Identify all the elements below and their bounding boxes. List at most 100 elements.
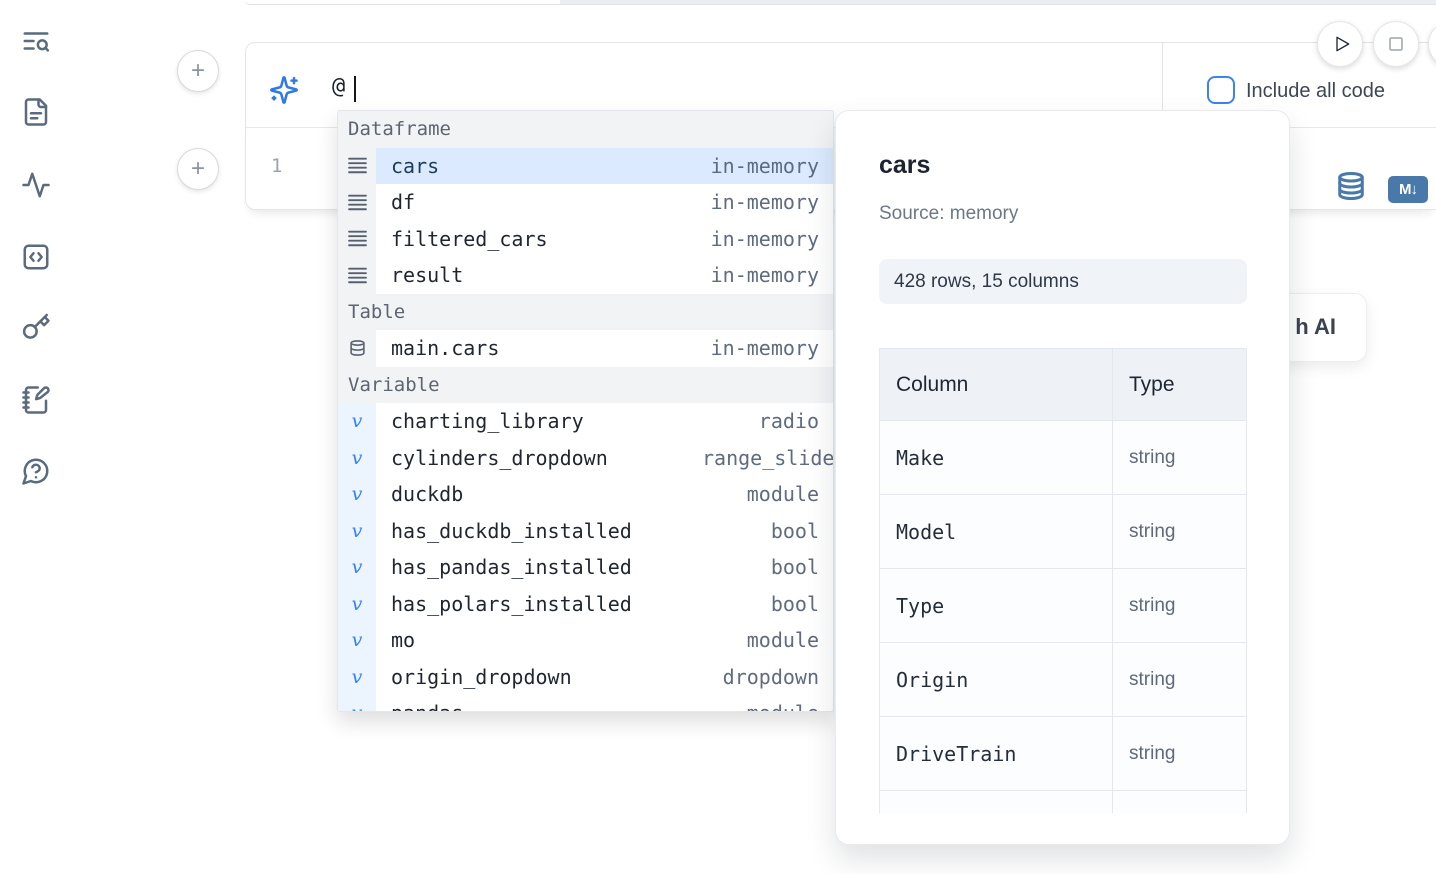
- item-type: in-memory: [710, 263, 819, 288]
- dataframe-icon: [347, 194, 367, 210]
- item-gutter: [338, 184, 376, 221]
- previous-cell-output-strip: [560, 0, 1436, 4]
- text-caret: [354, 76, 356, 102]
- sidebar-search-button[interactable]: [17, 22, 55, 60]
- autocomplete-section-header: Table: [338, 293, 833, 330]
- dataframe-icon: [347, 230, 367, 247]
- item-name: pandas: [391, 701, 463, 711]
- add-cell-button-top[interactable]: +: [177, 50, 219, 92]
- sidebar-dependencies-button[interactable]: [17, 166, 55, 204]
- autocomplete-item-origin_dropdown[interactable]: v origin_dropdown dropdown: [338, 658, 833, 695]
- variable-icon: v: [351, 665, 363, 688]
- autocomplete-item-filtered_cars[interactable]: filtered_cars in-memory: [338, 220, 833, 257]
- with-ai-button-label: h AI: [1295, 314, 1336, 339]
- ai-prompt-input[interactable]: @: [332, 74, 346, 99]
- variable-icon: v: [352, 702, 363, 711]
- column-name: Model: [896, 519, 957, 544]
- sidebar-snippets-button[interactable]: [17, 238, 55, 276]
- column-name: DriveTrain: [896, 741, 1017, 766]
- header-type: Type: [1129, 372, 1175, 396]
- item-gutter: v: [338, 439, 376, 476]
- preview-title: cars: [879, 151, 931, 179]
- column-type: string: [1129, 742, 1176, 764]
- convert-to-sql-button[interactable]: [1336, 170, 1366, 207]
- item-type: module: [746, 628, 819, 653]
- preview-table-row-partial: [880, 791, 1246, 813]
- item-name: result: [391, 263, 464, 288]
- preview-shape-badge: 428 rows, 15 columns: [879, 259, 1247, 304]
- cell-divider: [1162, 43, 1163, 127]
- sidebar: [0, 0, 72, 874]
- item-gutter: [338, 257, 376, 294]
- item-gutter: v: [338, 403, 376, 440]
- item-name: has_pandas_installed: [391, 555, 632, 580]
- activity-icon: [22, 172, 50, 198]
- sidebar-secrets-button[interactable]: [17, 308, 55, 346]
- item-gutter: [338, 147, 376, 184]
- item-name: charting_library: [391, 409, 584, 434]
- stop-icon: [1389, 37, 1403, 51]
- item-gutter: v: [338, 585, 376, 622]
- convert-to-markdown-button[interactable]: M↓: [1388, 176, 1428, 203]
- autocomplete-section-header: Variable: [338, 366, 833, 403]
- sidebar-scratchpad-button[interactable]: [17, 381, 55, 419]
- sidebar-files-button[interactable]: [17, 93, 55, 131]
- include-all-code-label: Include all code: [1246, 80, 1385, 102]
- autocomplete-item-result[interactable]: result in-memory: [338, 257, 833, 294]
- column-name: Make: [896, 445, 945, 470]
- item-gutter: v: [338, 476, 376, 513]
- item-name: duckdb: [391, 482, 464, 507]
- autocomplete-item-pandas[interactable]: vpandasmodule: [338, 695, 833, 711]
- dataframe-icon: [347, 267, 367, 283]
- item-type: bool: [770, 591, 819, 616]
- preview-table-row-DriveTrain: DriveTrain string: [880, 717, 1246, 791]
- item-type: module: [746, 482, 819, 507]
- item-name: cylinders_dropdown: [391, 445, 608, 470]
- column-name: Type: [896, 593, 945, 618]
- stop-button[interactable]: [1373, 21, 1419, 67]
- sidebar-help-button[interactable]: [17, 452, 55, 490]
- markdown-icon: M↓: [1399, 181, 1418, 198]
- dataframe-preview-panel: cars Source: memory 428 rows, 15 columns…: [835, 110, 1290, 845]
- header-column: Column: [880, 349, 1113, 420]
- file-icon: [24, 98, 48, 126]
- item-type: in-memory: [710, 190, 819, 215]
- item-name: origin_dropdown: [391, 664, 572, 689]
- include-all-code-checkbox[interactable]: [1207, 76, 1235, 104]
- variable-icon: v: [351, 483, 363, 506]
- item-type: radio: [758, 409, 819, 434]
- dataframe-icon: [347, 157, 367, 174]
- line-number: 1: [271, 155, 283, 177]
- key-icon: [22, 313, 50, 339]
- preview-source: Source: memory: [879, 203, 1019, 224]
- item-gutter: v: [338, 512, 376, 549]
- item-name: filtered_cars: [391, 226, 548, 251]
- preview-table-header-row: Column Type: [880, 349, 1246, 421]
- item-type: bool: [770, 518, 819, 543]
- text-search-icon: [23, 32, 50, 52]
- item-gutter: [338, 220, 376, 257]
- column-type: string: [1129, 520, 1176, 542]
- item-type: in-memory: [710, 336, 819, 361]
- autocomplete-item-charting_library[interactable]: v charting_library radio: [338, 403, 833, 440]
- variable-icon: v: [351, 629, 363, 652]
- item-type: dropdown: [722, 664, 819, 689]
- autocomplete-section-header: Dataframe: [338, 111, 833, 148]
- item-type: in-memory: [710, 226, 819, 251]
- run-cell-button[interactable]: [1317, 21, 1363, 67]
- autocomplete-item-duckdb[interactable]: v duckdb module: [338, 476, 833, 513]
- add-cell-button-bottom[interactable]: +: [177, 148, 219, 190]
- column-type: string: [1129, 668, 1176, 690]
- preview-table-row-Model: Model string: [880, 495, 1246, 569]
- variable-icon: v: [351, 446, 363, 469]
